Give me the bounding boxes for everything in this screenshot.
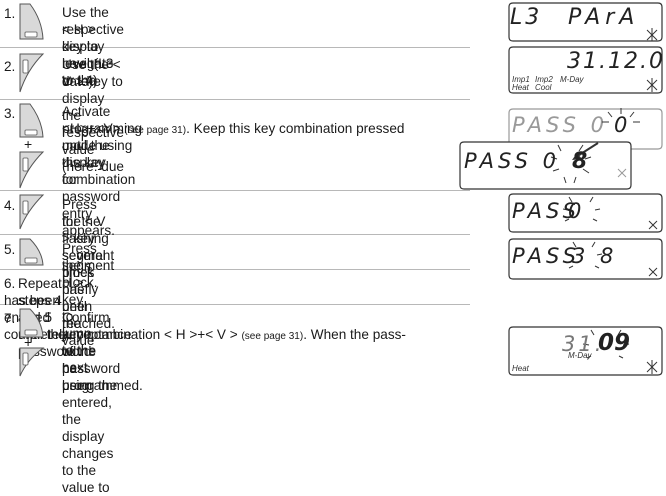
- step-text-line: Press the < V > key several times briefl…: [62, 197, 106, 348]
- h-key-icon: [19, 308, 44, 338]
- step-separator: [0, 99, 470, 100]
- step-text-fragment: . Keep this key combination pressed: [186, 121, 405, 136]
- asterisk-icon: [646, 28, 658, 41]
- flash-burst-icon: [550, 144, 592, 184]
- h-key-icon: [19, 238, 44, 266]
- step-text-line: until the display for password entry app…: [62, 138, 121, 238]
- lcd-date-value: 31.12.09: [567, 49, 666, 74]
- step-number: 4.: [4, 198, 16, 213]
- lcd-password-text: PASS: [512, 199, 580, 223]
- asterisk-icon: [648, 267, 658, 277]
- plus-sign: +: [24, 136, 33, 152]
- lcd-level-text: L3: [510, 5, 543, 30]
- step-text-line: Press the < H > key to jump to the next: [62, 241, 97, 375]
- lcd-display-password-complete: [508, 238, 663, 280]
- step-separator: [0, 234, 470, 235]
- v-key-icon: [19, 194, 45, 230]
- plus-sign: +: [24, 334, 33, 350]
- lcd-label-cool: Cool: [535, 83, 552, 92]
- lcd-display-level: [508, 2, 663, 42]
- flash-burst-icon: [582, 329, 630, 359]
- step-number: 6.: [4, 276, 16, 291]
- lcd-label-heat: Heat: [512, 364, 529, 373]
- step-separator: [0, 190, 470, 191]
- lcd-label-imp2: Imp2: [535, 75, 553, 84]
- asterisk-icon: [648, 220, 658, 230]
- step-text-line: for the flashing segment block has been …: [62, 214, 115, 331]
- asterisk-icon: [646, 360, 658, 374]
- step-text-line: date).: [62, 74, 97, 89]
- page-reference: (see page 31): [124, 125, 187, 136]
- flash-burst-icon: [562, 196, 601, 222]
- lcd-password-text: PASS 0: [512, 113, 608, 137]
- step-text-line: key combination < H >+< V > (see page 31…: [62, 326, 406, 345]
- flash-burst-icon: [602, 108, 640, 123]
- lcd-display-password: [508, 108, 663, 150]
- h-key-icon: [19, 3, 44, 40]
- lcd-flash-digit: 8: [572, 149, 588, 174]
- step-text-line: Activate programming mode using the key …: [62, 104, 143, 187]
- v-key-icon: [19, 53, 45, 93]
- lcd-display-value: [508, 326, 663, 376]
- lcd-label-imp1: Imp1: [512, 75, 530, 84]
- lcd-display-password-entry: [459, 141, 632, 190]
- step-number: 5.: [4, 242, 16, 257]
- v-key-icon: [19, 347, 45, 377]
- step-text-line: Use the < V > key to display the respect…: [62, 57, 124, 174]
- page-reference: (see page 31): [241, 331, 304, 342]
- lcd-digit: 8: [600, 244, 614, 268]
- step-separator: [0, 47, 470, 48]
- lcd-flash-digit: 0: [614, 113, 628, 137]
- step-text-line: <H>+<V> (see page 31). Keep this key com…: [62, 120, 404, 139]
- step-number: 1.: [4, 6, 16, 21]
- step-text-line: be programmed.: [62, 361, 143, 393]
- v-key-icon: [19, 151, 45, 189]
- step-text-line: respective display level (L3 or L4).: [62, 22, 124, 88]
- step-number: 7.: [4, 311, 16, 326]
- lcd-parameter-text: PArA: [568, 5, 640, 30]
- flash-burst-icon: [566, 241, 603, 269]
- key-combo-text: <H>+<V>: [62, 121, 125, 136]
- lcd-flash-digit: 0: [568, 199, 582, 223]
- asterisk-icon: [617, 168, 627, 178]
- step-number: 3.: [4, 106, 16, 121]
- lcd-flash-digit: 3: [572, 244, 586, 268]
- asterisk-icon: [646, 78, 658, 92]
- step-text-line: segment block.: [62, 258, 115, 290]
- lcd-date-partial: 31.: [562, 332, 605, 356]
- lcd-display-password-next: [508, 193, 663, 233]
- lcd-label-mday: M-Day: [568, 351, 592, 360]
- lcd-label-heat: Heat: [512, 83, 529, 92]
- key-combo-text: key combination < H >+< V >: [62, 327, 242, 342]
- step-text-fragment: . When the pass-: [303, 327, 406, 342]
- h-key-icon: [19, 103, 44, 138]
- step-text-line: Use the < H > key to navigate to the: [62, 5, 114, 88]
- lcd-password-text: PASS: [512, 244, 580, 268]
- step-number: 2.: [4, 59, 16, 74]
- lcd-flash-digit: 09: [598, 330, 631, 356]
- lcd-password-text: PASS 0: [464, 149, 560, 173]
- step-separator: [0, 269, 470, 270]
- step-separator: [0, 304, 470, 305]
- lcd-label-mday: M-Day: [560, 75, 584, 84]
- lcd-display-date: [508, 46, 663, 94]
